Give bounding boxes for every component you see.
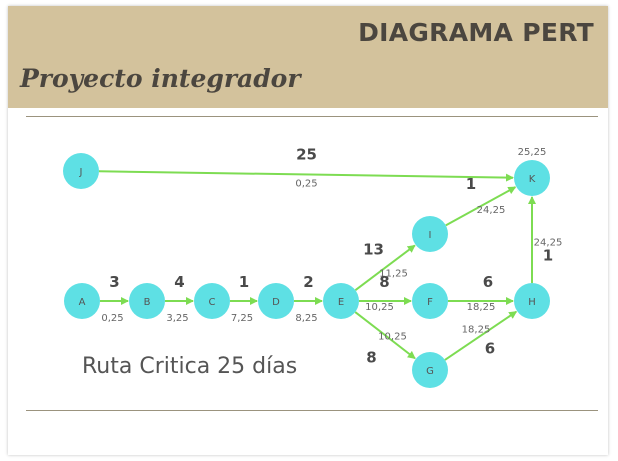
node-j [63, 153, 99, 189]
header-bar: DIAGRAMA PERT Proyecto integrador [8, 6, 608, 108]
arrow-e-i [354, 244, 416, 291]
time-label-e-i: 11,25 [379, 269, 408, 280]
top-divider [26, 116, 598, 117]
node-c [194, 283, 230, 319]
duration-label-a-b: 3 [109, 273, 119, 291]
node-label-d: D [272, 297, 280, 308]
time-label-e-f: 10,25 [365, 302, 394, 313]
node-label-i: I [429, 230, 432, 241]
node-label-a: A [79, 297, 86, 308]
node-time-k: 25,25 [518, 147, 547, 158]
node-label-b: B [144, 297, 151, 308]
bottom-divider [26, 410, 598, 411]
labels-layer: 30,2543,2517,2528,251311,25810,25810,251… [101, 146, 562, 367]
node-f [412, 283, 448, 319]
diagram-title: DIAGRAMA PERT [358, 18, 594, 47]
time-label-c-d: 7,25 [231, 313, 253, 324]
node-label-k: K [529, 174, 536, 185]
node-d [258, 283, 294, 319]
node-g [412, 352, 448, 388]
project-subtitle: Proyecto integrador [20, 64, 301, 93]
time-label-b-c: 3,25 [166, 313, 188, 324]
duration-label-b-c: 4 [174, 273, 184, 291]
duration-label-c-d: 1 [239, 273, 249, 291]
time-label-a-b: 0,25 [101, 313, 123, 324]
duration-label-e-g: 8 [366, 349, 376, 367]
duration-label-h-k: 1 [543, 247, 553, 265]
node-label-j: J [79, 167, 83, 178]
node-e [323, 283, 359, 319]
node-label-h: H [528, 297, 536, 308]
duration-label-e-f: 8 [379, 273, 389, 291]
time-label-e-g: 10,25 [378, 332, 407, 343]
node-a [64, 283, 100, 319]
node-label-f: F [427, 297, 433, 308]
time-label-i-k: 24,25 [477, 205, 506, 216]
time-label-d-e: 8,25 [295, 313, 317, 324]
time-label-j-k: 0,25 [295, 179, 317, 190]
arrow-j-k [98, 170, 515, 182]
node-i [412, 216, 448, 252]
node-b [129, 283, 165, 319]
slide: DIAGRAMA PERT Proyecto integrador J K I A B C… [8, 6, 608, 455]
duration-label-g-h: 6 [485, 340, 495, 358]
time-label-f-h: 18,25 [467, 302, 496, 313]
arrow-e-g [354, 311, 416, 360]
duration-label-e-i: 13 [363, 241, 384, 259]
critical-path-text: Ruta Critica 25 días [82, 354, 298, 379]
time-label-h-k: 24,25 [534, 238, 563, 249]
node-k [514, 160, 550, 196]
duration-label-d-e: 2 [303, 273, 313, 291]
node-label-c: C [209, 297, 216, 308]
node-label-g: G [426, 366, 434, 377]
arrow-i-k [445, 186, 517, 227]
edges-layer [98, 170, 536, 361]
duration-label-i-k: 1 [466, 175, 476, 193]
duration-label-j-k: 25 [296, 146, 317, 164]
time-label-g-h: 18,25 [462, 325, 491, 336]
nodes-layer: J K I A B C D E F H G [63, 153, 550, 388]
node-label-e: E [338, 297, 344, 308]
arrow-g-h [444, 310, 518, 361]
node-h [514, 283, 550, 319]
duration-label-f-h: 6 [483, 273, 493, 291]
